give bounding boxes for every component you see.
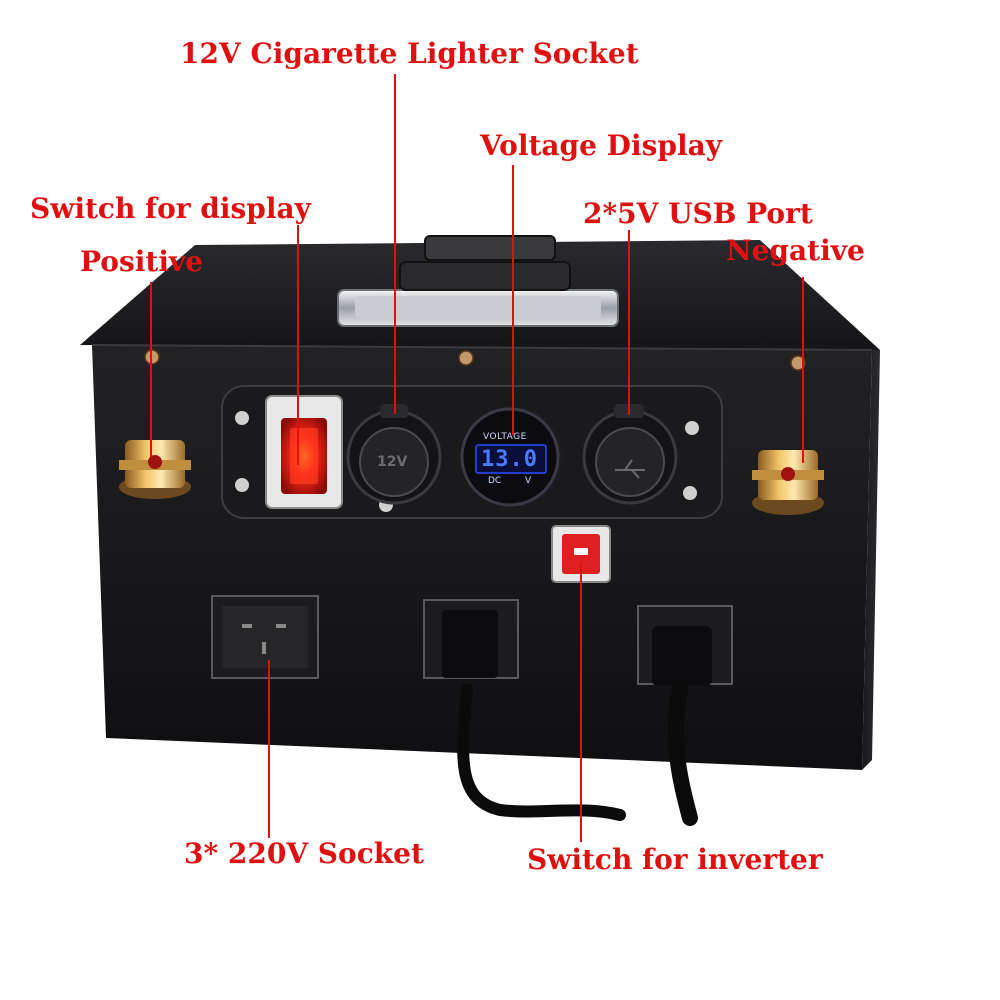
carry-handle xyxy=(337,235,619,327)
voltmeter-title: VOLTAGE xyxy=(483,432,527,442)
label-usb-port: 2*5V USB Port xyxy=(583,197,813,230)
usb-socket xyxy=(582,404,678,505)
display-rocker-switch xyxy=(265,395,343,509)
positive-terminal xyxy=(119,440,191,499)
voltmeter xyxy=(460,405,564,509)
label-inverter-switch: Switch for inverter xyxy=(527,843,823,876)
label-voltage-display: Voltage Display xyxy=(480,129,722,162)
ac-socket-1 xyxy=(211,595,319,679)
ac-socket-3 xyxy=(637,605,733,686)
pointer-voltage-display xyxy=(512,165,514,435)
label-switch-display: Switch for display xyxy=(30,192,311,225)
voltmeter-dc: DC xyxy=(488,476,502,486)
voltmeter-reading: 13.0 xyxy=(481,447,538,472)
label-negative: Negative xyxy=(726,234,865,267)
label-cig-socket: 12V Cigarette Lighter Socket xyxy=(180,37,639,70)
voltmeter-unit: V xyxy=(525,476,532,486)
cig-socket-marking: 12V xyxy=(377,454,408,470)
pointer-ac-socket xyxy=(268,660,270,838)
pointer-cig-socket xyxy=(394,74,396,414)
label-ac-socket: 3* 220V Socket xyxy=(184,837,424,870)
cigarette-lighter-socket xyxy=(346,404,442,505)
usb-icon xyxy=(615,459,645,479)
negative-terminal xyxy=(752,450,824,515)
label-positive: Positive xyxy=(80,245,204,278)
pointer-usb-port xyxy=(628,230,630,415)
pointer-switch-display xyxy=(297,225,299,465)
ac-socket-2 xyxy=(423,599,519,679)
inverter-rocker-switch xyxy=(551,525,611,583)
pointer-positive xyxy=(150,282,152,457)
pointer-inverter-switch xyxy=(580,562,582,842)
box-side xyxy=(862,350,880,770)
pointer-negative xyxy=(802,277,804,463)
